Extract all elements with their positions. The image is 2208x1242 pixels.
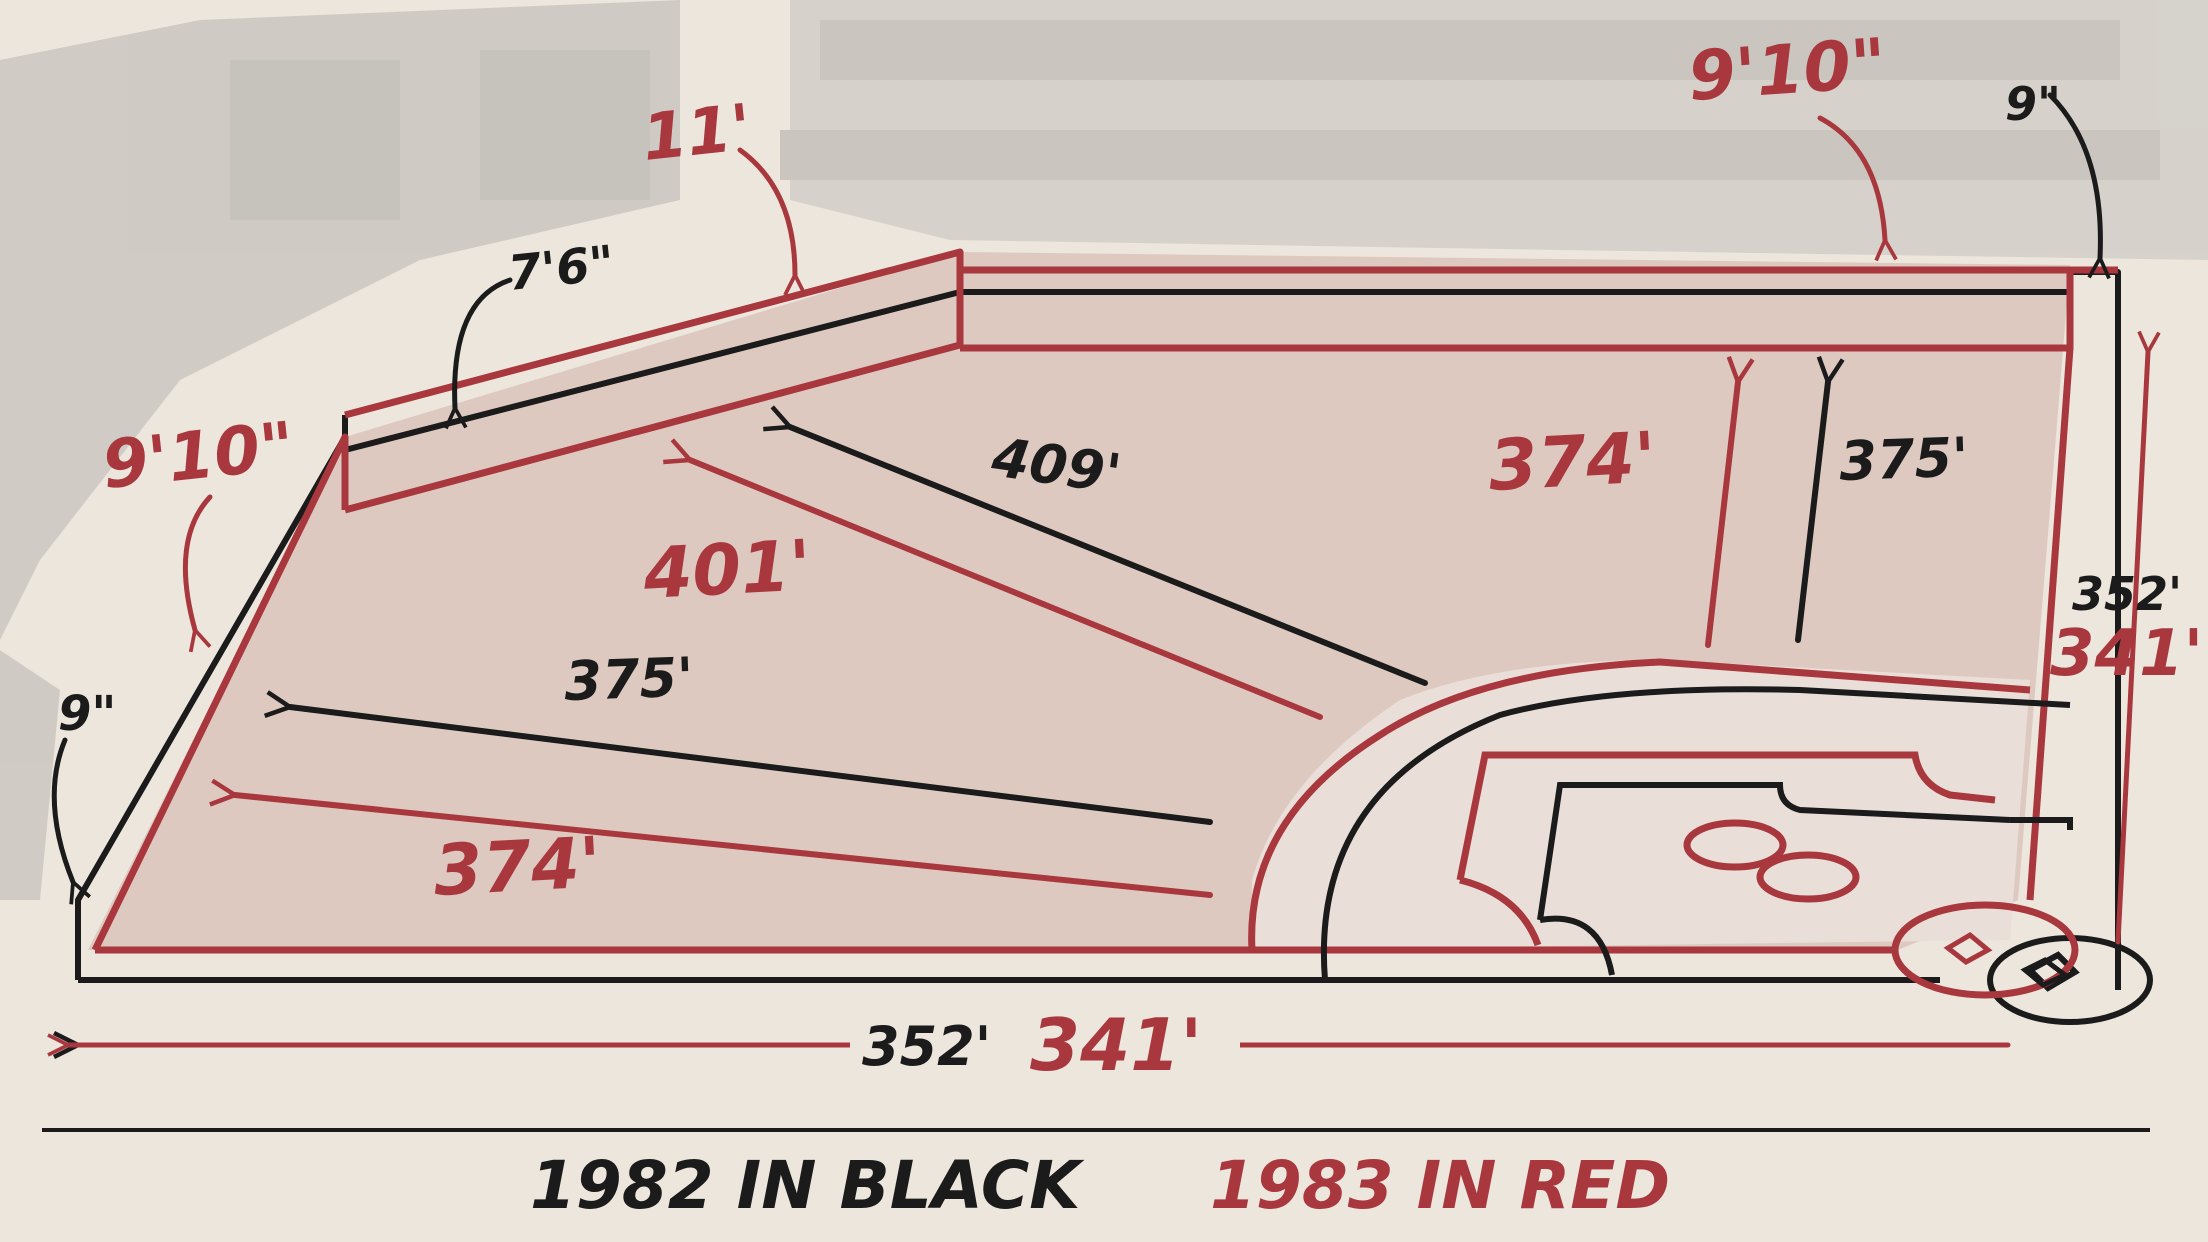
arrows-1982 xyxy=(78,382,1828,1045)
home-plates xyxy=(1943,931,2070,988)
legend: 1982 IN BLACK 1983 IN RED xyxy=(530,1147,1670,1224)
walls-1983 xyxy=(91,248,2118,954)
label-right-line-1982: 352' xyxy=(2072,567,2182,621)
label-center-wall-1983: 11' xyxy=(639,91,755,176)
callout-left-wall-1982 xyxy=(51,737,73,882)
callout-center-1982 xyxy=(455,277,513,408)
walls-1982 xyxy=(75,269,2121,990)
callout-left-wall-1983 xyxy=(182,494,213,630)
label-right-center-1983: 374' xyxy=(1487,416,1659,507)
label-center-1983: 401' xyxy=(641,524,814,615)
label-left-wall-1982: 9" xyxy=(58,686,116,742)
label-left-center-1983: 374' xyxy=(432,821,604,912)
callout-right-wall-1983 xyxy=(1817,115,1885,240)
infield-1983 xyxy=(1248,658,2079,999)
label-right-center-1982: 375' xyxy=(1838,426,1969,493)
label-left-line-1983: 341' xyxy=(1030,1003,1202,1087)
legend-1982-label: 1982 IN BLACK xyxy=(530,1147,1085,1224)
label-right-wall-1982: 9" xyxy=(2005,77,2061,131)
label-center-wall-1982: 7'6" xyxy=(505,235,617,302)
label-left-center-1982: 375' xyxy=(563,646,694,713)
callout-right-wall-1982 xyxy=(2047,92,2100,258)
callout-center-1983 xyxy=(737,147,795,275)
legend-1983-label: 1983 IN RED xyxy=(1210,1147,1670,1224)
arrow-right-line-1983 xyxy=(2115,352,2148,945)
label-gap xyxy=(850,1005,1240,1075)
label-right-wall-1983: 9'10" xyxy=(1686,24,1889,117)
stadium-background xyxy=(0,0,2208,900)
arrow-center-1983 xyxy=(690,460,1323,720)
arrow-left-center-1983 xyxy=(235,795,1213,898)
arrow-right-center-1982 xyxy=(1795,382,1828,643)
arrow-center-1982 xyxy=(790,427,1428,686)
arrow-right-center-1983 xyxy=(1705,382,1738,648)
arrow-left-center-1982 xyxy=(290,707,1213,825)
dimension-labels: 11' 7'6" 9'10" 9" 9'10" 9" 409' 401' 375… xyxy=(58,24,2203,1087)
label-left-line-1982: 352' xyxy=(862,1015,991,1078)
callouts xyxy=(51,92,2100,882)
outfield-1983 xyxy=(88,252,2070,950)
label-right-line-1983: 341' xyxy=(2050,617,2203,691)
